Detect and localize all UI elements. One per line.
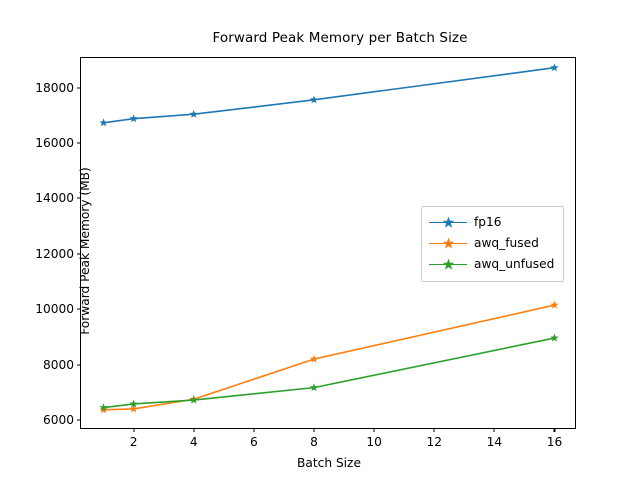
data-point-marker [189,395,198,404]
x-tick-label: 8 [310,435,318,449]
y-tick-mark [77,364,81,366]
data-point-marker [309,354,319,363]
y-tick-mark [77,197,81,199]
legend-item[interactable]: awq_fused [429,233,554,254]
series-plot [99,63,559,414]
legend-label-awq-fused: awq_fused [474,236,539,251]
data-point-marker [129,404,138,413]
legend-swatch-fp16 [429,215,467,231]
y-tick-mark [77,87,81,89]
y-tick-label: 18000 [35,80,74,95]
y-tick-label: 10000 [35,302,74,317]
star-marker-icon [442,216,455,228]
x-tick-label: 6 [249,435,258,449]
y-tick-label: 12000 [35,246,74,261]
x-tick-mark [193,428,195,432]
y-tick-mark [77,253,81,255]
x-tick-mark [133,428,135,432]
x-tick-label: 10 [366,435,382,449]
data-point-marker [129,114,138,123]
x-tick-label: 16 [546,435,563,449]
data-point-marker [550,333,559,342]
legend-swatch-awq-unfused [429,257,467,273]
data-point-marker [550,300,559,309]
y-tick-label: 16000 [35,136,74,151]
x-axis-label: Batch Size [297,456,361,470]
data-point-marker [99,403,108,412]
x-tick-mark [373,428,375,432]
legend: fp16 awq_fused awq_unfused [421,206,565,282]
series-line-awq_fused [102,304,556,411]
x-tick-mark [553,428,555,432]
legend-label-fp16: fp16 [474,215,502,230]
data-point-marker [189,109,198,118]
x-tick-label: 12 [426,435,442,449]
legend-item[interactable]: fp16 [429,212,554,233]
y-tick-label: 6000 [42,413,74,428]
star-marker-icon [442,237,455,249]
x-tick-label: 14 [486,435,503,449]
x-tick-label: 4 [189,435,198,449]
series-line-awq_unfused [102,337,556,409]
y-tick-mark [77,308,81,310]
y-tick-label: 14000 [35,191,74,206]
data-point-marker [309,383,319,392]
x-tick-mark [493,428,495,432]
plot-area: Forward Peak Memory (MB) Batch Size 6000… [35,57,576,470]
data-point-marker [99,118,108,127]
x-tick-mark [313,428,315,432]
data-point-marker [129,399,138,408]
data-point-marker [309,95,319,104]
legend-swatch-awq-fused [429,236,467,252]
star-marker-icon [442,258,455,270]
legend-item[interactable]: awq_unfused [429,254,554,275]
series-line-fp16 [102,66,556,124]
y-tick-mark [77,419,81,421]
y-tick-mark [77,142,81,144]
x-tick-mark [253,428,255,432]
legend-label-awq-unfused: awq_unfused [474,257,555,272]
y-tick-label: 8000 [42,357,74,372]
x-tick-label: 2 [129,435,138,449]
x-tick-mark [433,428,435,432]
chart-title: Forward Peak Memory per Batch Size [212,30,468,46]
data-point-marker [550,63,559,72]
